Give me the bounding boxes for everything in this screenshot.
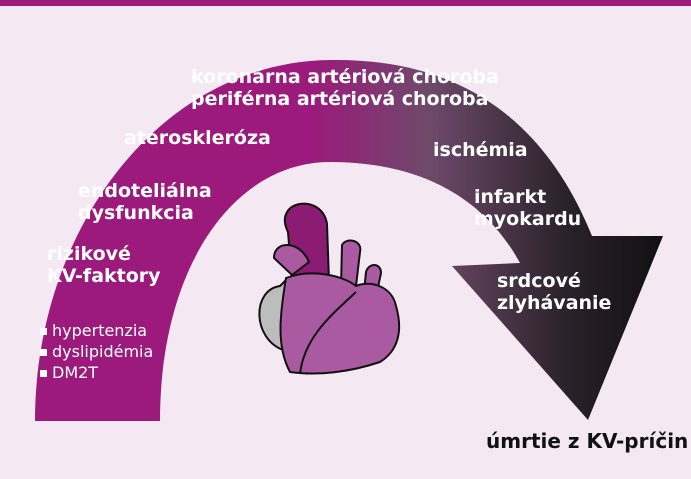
risk-list-item: DM2T [40,362,153,383]
risk-list: hypertenzia dyslipidémia DM2T [40,320,153,383]
top-bar [0,0,691,6]
stage-cv-death: úmrtie z KV-príčin [486,429,689,453]
stage-ischemia: ischémia [433,139,528,161]
risk-item-label: hypertenzia [52,321,148,340]
heart-illustration [258,202,401,375]
risk-item-label: dyslipidémia [52,342,154,361]
risk-list-item: hypertenzia [40,320,153,341]
square-bullet-icon [40,349,47,356]
risk-item-label: DM2T [52,363,99,382]
progression-arc [35,59,663,421]
stage-atherosclerosis: ateroskleróza [124,127,271,149]
square-bullet-icon [40,328,47,335]
square-bullet-icon [40,370,47,377]
risk-list-item: dyslipidémia [40,341,153,362]
